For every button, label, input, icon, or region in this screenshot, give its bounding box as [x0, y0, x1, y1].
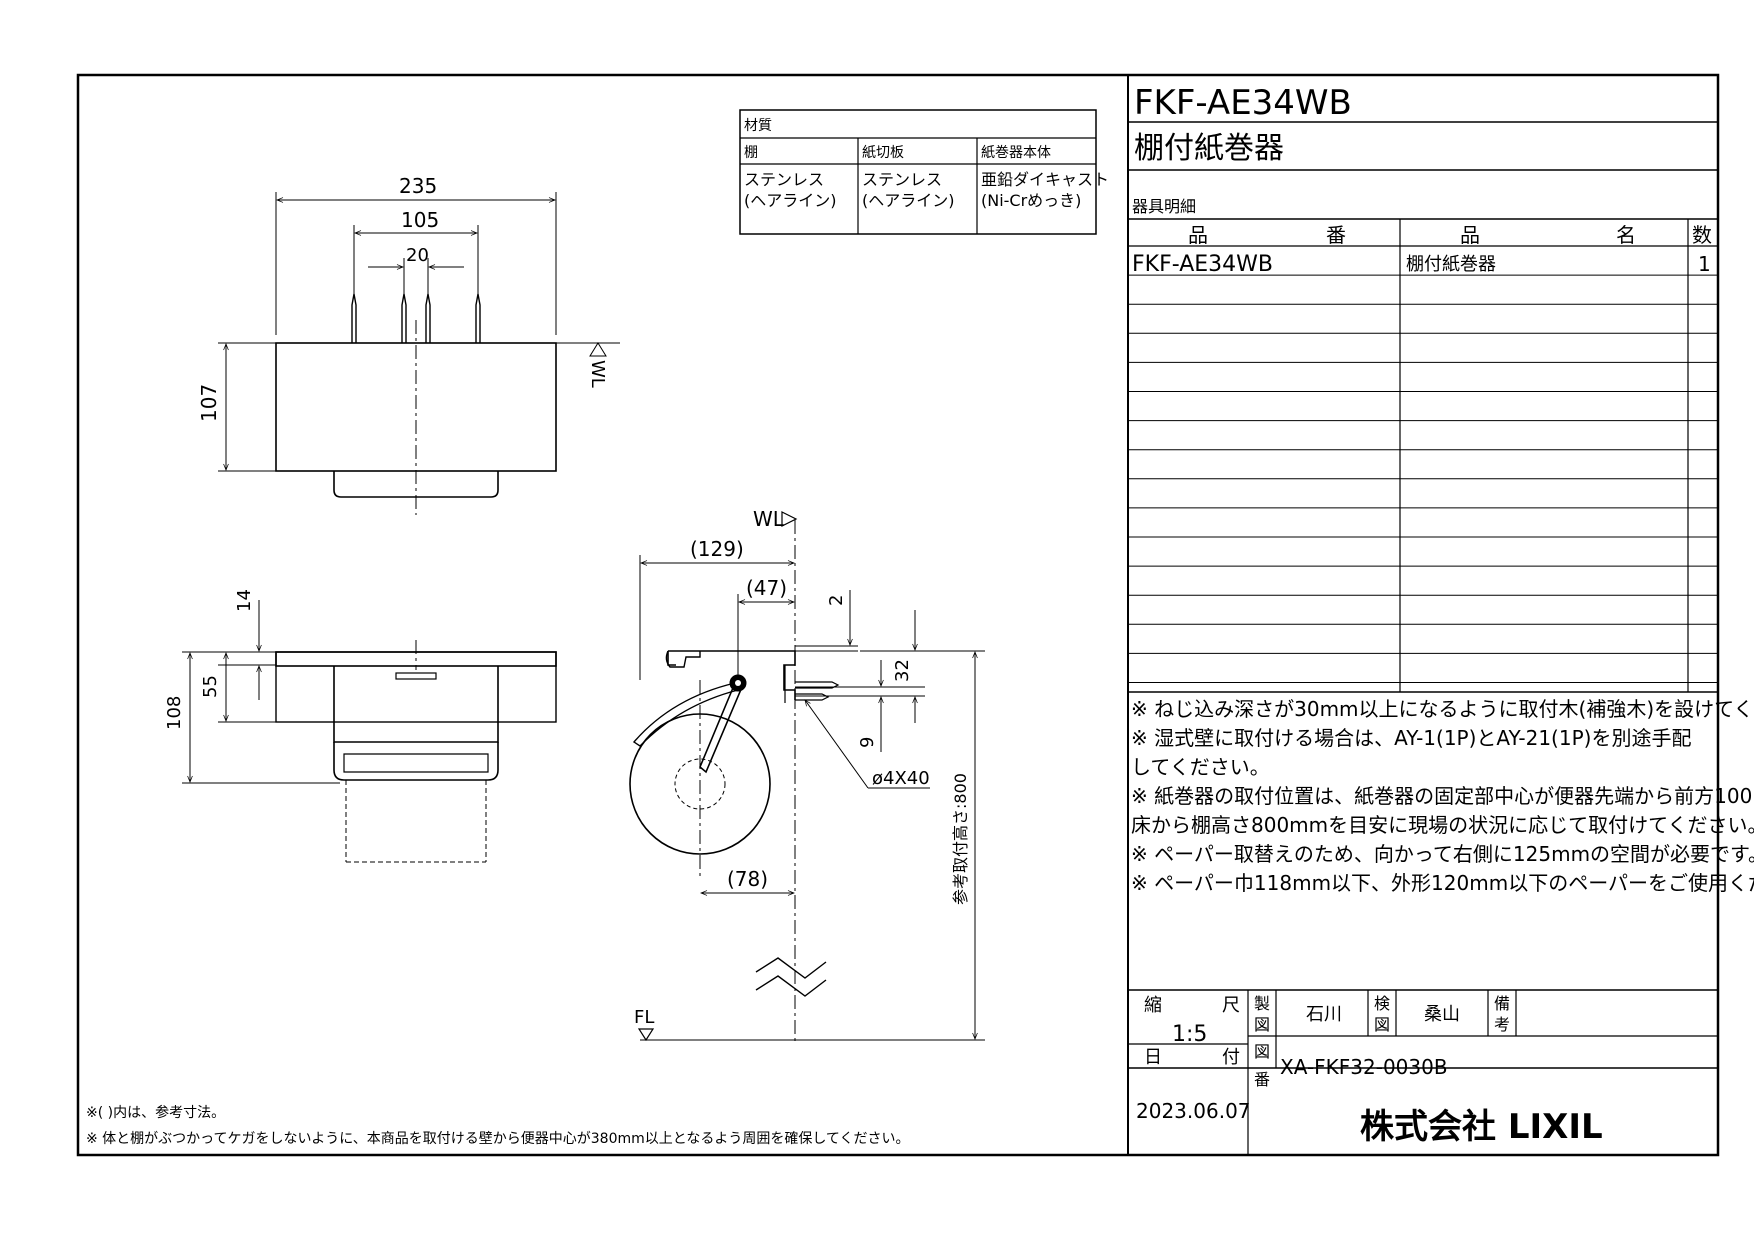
dim-47: (47)	[746, 576, 787, 600]
height-note: 参考取付高さ:800	[951, 773, 970, 905]
drawn-label-a: 製	[1254, 994, 1270, 1013]
parts-list: 品 番 品 名 数 FKF-AE34WB 棚付紙巻器 1	[1128, 218, 1718, 693]
col-name-a: 品	[1460, 223, 1480, 247]
footnote-1: ※( )内は、参考寸法。	[86, 1104, 225, 1121]
dim-20: 20	[406, 245, 429, 266]
material-body-l1: 亜鉛ダイキャスト	[981, 170, 1109, 189]
material-cutter-l2: (ヘアライン)	[862, 191, 955, 210]
col-part-no-b: 番	[1326, 223, 1346, 247]
note-line: ※ ねじ込み深さが30mm以上になるように取付木(補強木)を設けてください。	[1131, 697, 1754, 721]
checked-label-b: 図	[1374, 1015, 1390, 1034]
material-col-body: 紙巻器本体	[981, 145, 1051, 161]
material-col-shelf: 棚	[744, 145, 758, 161]
dim-105: 105	[401, 208, 439, 232]
checked-label-a: 検	[1374, 994, 1390, 1013]
outer-frame	[76, 73, 1720, 1157]
drawn-label-b: 図	[1254, 1015, 1270, 1034]
materials-table: 材質 棚 紙切板 紙巻器本体 ステンレス ステンレス 亜鉛ダイキャスト (ヘアラ…	[739, 109, 1109, 235]
scale-label-a: 縮	[1144, 995, 1162, 1016]
note-line: ※ 湿式壁に取付ける場合は、AY-1(1P)とAY-21(1P)を別途手配	[1131, 726, 1691, 750]
material-col-cutter: 紙切板	[862, 145, 904, 161]
checked-by: 桑山	[1424, 1004, 1460, 1025]
dim-screw: ø4X40	[872, 768, 930, 789]
date-label-a: 日	[1144, 1047, 1162, 1068]
drawing-number: XA-FKF32-0030B	[1280, 1055, 1448, 1079]
dim-107: 107	[197, 384, 221, 422]
note-line: ※ ペーパー巾118mm以下、外形120mm以下のペーパーをご使用ください。	[1131, 871, 1754, 895]
remarks-label-a: 備	[1494, 994, 1510, 1013]
notes-block: ※ ねじ込み深さが30mm以上になるように取付木(補強木)を設けてください。 ※…	[1131, 697, 1754, 895]
dim-32: 32	[892, 659, 913, 682]
wl-label-side: WL	[753, 507, 785, 531]
part-row-1-part-no: FKF-AE34WB	[1132, 252, 1273, 277]
dim-9: 9	[857, 737, 878, 748]
remarks-label-b: 考	[1494, 1015, 1510, 1034]
top-view	[218, 192, 620, 515]
material-body-l2: (Ni-Crめっき)	[981, 191, 1081, 210]
dim-108: 108	[164, 696, 185, 730]
col-part-no-a: 品	[1188, 223, 1208, 247]
note-line: 床から棚高さ800mmを目安に現場の状況に応じて取付けてください。	[1131, 813, 1754, 837]
info-block: 縮 尺 1:5 日 付 2023.06.07 製 図 石川 検 図 桑山 備 考…	[1128, 989, 1718, 1155]
note-line: ※ ペーパー取替えのため、向かって右側に125mmの空間が必要です。	[1131, 842, 1754, 866]
col-name-b: 名	[1616, 223, 1636, 247]
dim-2: 2	[826, 595, 847, 606]
material-cutter-l1: ステンレス	[862, 170, 942, 189]
dim-55: 55	[200, 675, 221, 698]
note-line: してください。	[1131, 755, 1270, 779]
footnote-2: ※ 体と棚がぶつかってケガをしないように、本商品を取付ける壁から便器中心が380…	[86, 1131, 910, 1147]
part-row-1-name: 棚付紙巻器	[1406, 254, 1496, 275]
material-shelf-l1: ステンレス	[744, 170, 824, 189]
title-block: FKF-AE34WB 棚付紙巻器 器具明細 品 番 品 名 数 FKF-AE34…	[1128, 83, 1754, 1155]
date-value: 2023.06.07	[1136, 1099, 1251, 1123]
part-row-1-qty: 1	[1698, 252, 1711, 276]
wl-label-top: WL	[587, 360, 608, 388]
dwg-label-b: 番	[1254, 1070, 1270, 1089]
dim-129: (129)	[690, 537, 744, 561]
dwg-label-a: 図	[1254, 1042, 1270, 1061]
model-number: FKF-AE34WB	[1134, 83, 1352, 123]
note-line: ※ 紙巻器の取付位置は、紙巻器の固定部中心が便器先端から前方100mm、	[1131, 784, 1754, 808]
parts-heading: 器具明細	[1132, 197, 1196, 216]
materials-heading: 材質	[744, 118, 772, 134]
dim-78: (78)	[727, 867, 768, 891]
dim-14: 14	[234, 589, 255, 612]
material-shelf-l2: (ヘアライン)	[744, 191, 837, 210]
date-label-b: 付	[1222, 1047, 1240, 1068]
side-view	[629, 511, 985, 1045]
scale-value: 1:5	[1172, 1022, 1207, 1047]
drawn-by: 石川	[1306, 1004, 1342, 1025]
company-name: 株式会社 LIXIL	[1360, 1107, 1603, 1147]
product-name: 棚付紙巻器	[1134, 131, 1284, 166]
col-qty: 数	[1692, 223, 1712, 247]
fl-label: FL	[634, 1007, 654, 1028]
front-view	[182, 600, 557, 863]
dim-235: 235	[399, 174, 437, 198]
scale-label-b: 尺	[1222, 995, 1240, 1016]
